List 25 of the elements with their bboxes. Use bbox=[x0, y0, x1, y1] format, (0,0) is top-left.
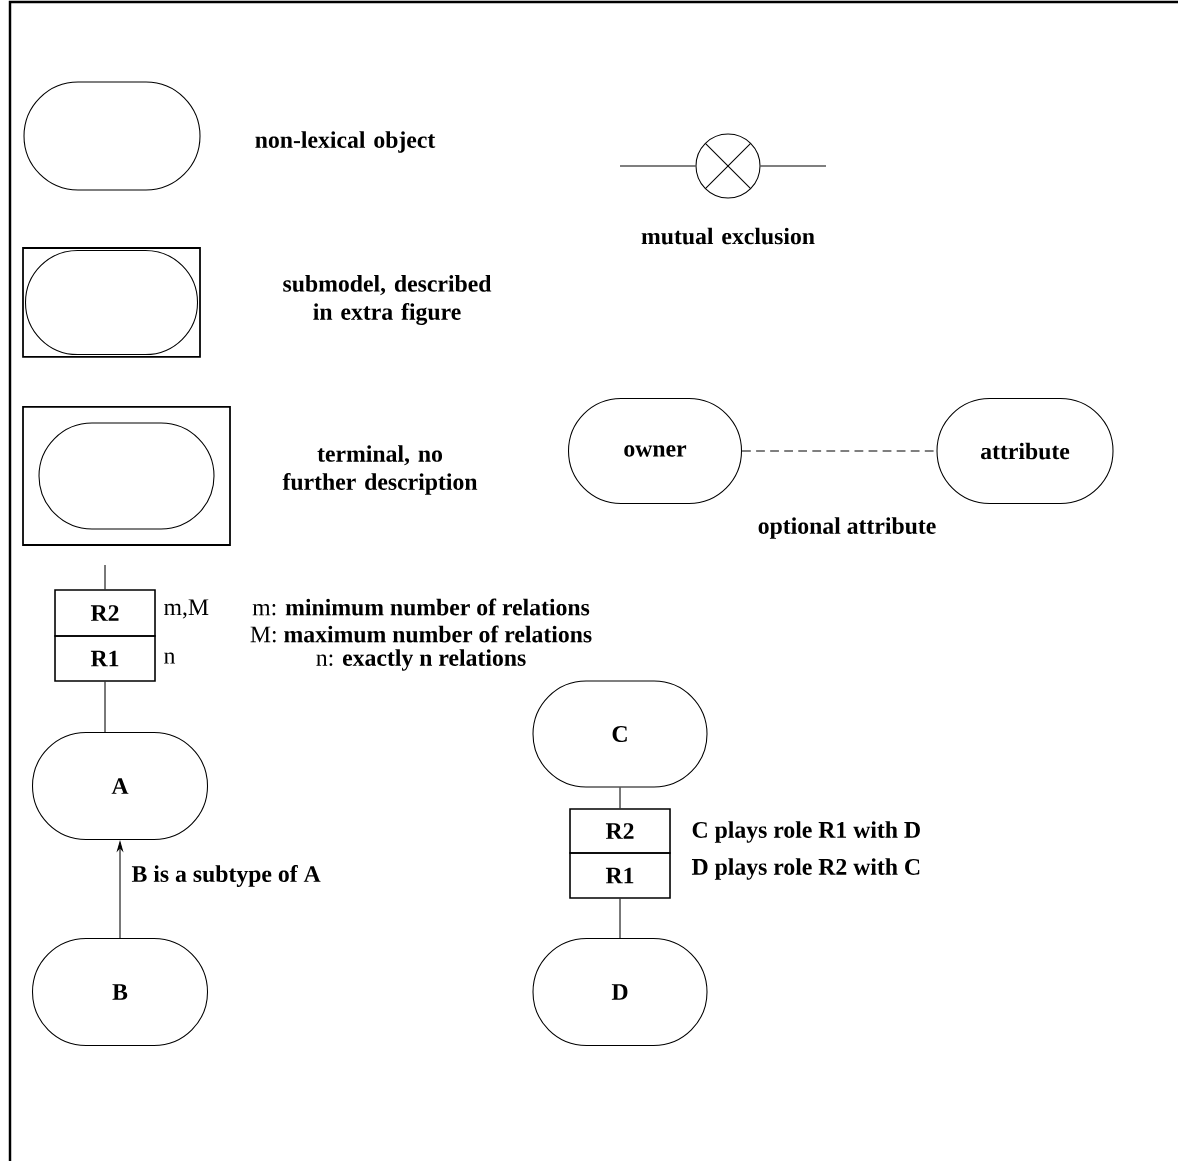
symbol-caption: mutual exclusion bbox=[641, 227, 815, 245]
stadium-shape bbox=[38, 422, 215, 530]
note-text: n: exactly n relations bbox=[316, 649, 526, 671]
connector-line bbox=[760, 165, 827, 167]
symbol-caption: non-lexical object bbox=[255, 131, 436, 153]
connector-line bbox=[104, 564, 106, 590]
role-box: R1 bbox=[569, 852, 671, 899]
connector-line bbox=[619, 787, 621, 809]
connector-line bbox=[104, 681, 106, 733]
note-text: C plays role R1 with D bbox=[692, 821, 920, 843]
role-box: R2 bbox=[569, 808, 671, 854]
note-text: m: minimum number of relations bbox=[252, 598, 590, 616]
connector-line bbox=[619, 165, 696, 167]
symbol-caption: submodel, described in extra figure bbox=[283, 275, 492, 325]
connector-line bbox=[619, 898, 621, 939]
cardinality-label: m,M bbox=[164, 599, 209, 619]
note-text: D plays role R2 with C bbox=[691, 858, 920, 880]
role-box: R1 bbox=[54, 635, 156, 682]
connector-line bbox=[741, 450, 937, 452]
role-box: R2 bbox=[54, 589, 156, 637]
note-text: M: maximum number of relations bbox=[250, 625, 592, 643]
edge-label: B is a subtype of A bbox=[131, 865, 321, 887]
cardinality-label: n bbox=[164, 652, 176, 664]
note-text: optional attribute bbox=[758, 517, 936, 539]
symbol-caption: terminal, no further description bbox=[282, 445, 478, 495]
